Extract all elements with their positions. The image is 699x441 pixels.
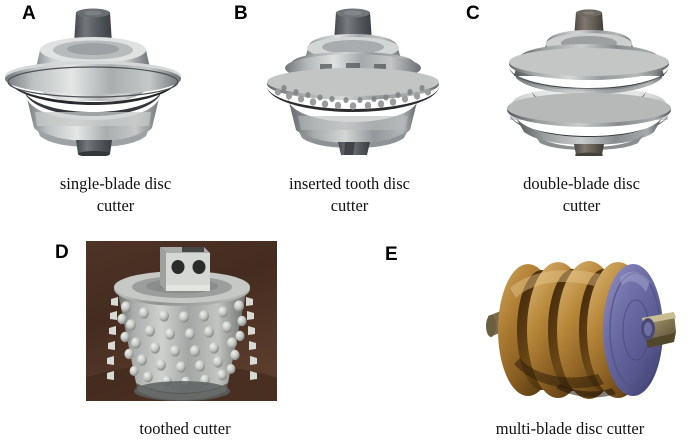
caption-line-d-1: toothed cutter [139,419,231,438]
caption-line-e-1: multi-blade disc cutter [495,419,645,438]
panel-letter-b: B [234,3,248,24]
caption-line-b-2: cutter [330,195,369,215]
caption-line-a-1: single-blade disc [59,174,172,193]
panel-image-single-blade-disc-cutter [2,8,202,156]
caption-panel-d: toothed cutter [100,418,270,440]
caption-panel-b: inserted tooth disc cutter [240,173,459,217]
caption-panel-a: single-blade disc cutter [8,173,223,217]
panel-letter-a: A [22,3,36,24]
panel-image-toothed-cutter [86,241,277,401]
panel-letter-e: E [385,244,398,265]
caption-line-c-1: double-blade disc [523,174,640,193]
caption-line-b-1: inserted tooth disc [289,174,410,193]
panel-image-inserted-tooth-disc-cutter [262,8,452,156]
caption-panel-c: double-blade disc cutter [470,173,693,217]
panel-image-double-blade-disc-cutter [496,8,686,156]
panel-letter-c: C [466,3,480,24]
caption-line-a-2: cutter [96,195,135,215]
panel-image-multi-blade-disc-cutter [470,248,680,413]
caption-line-c-2: cutter [562,195,601,215]
caption-panel-e: multi-blade disc cutter [450,418,690,440]
panel-letter-d: D [55,242,69,263]
